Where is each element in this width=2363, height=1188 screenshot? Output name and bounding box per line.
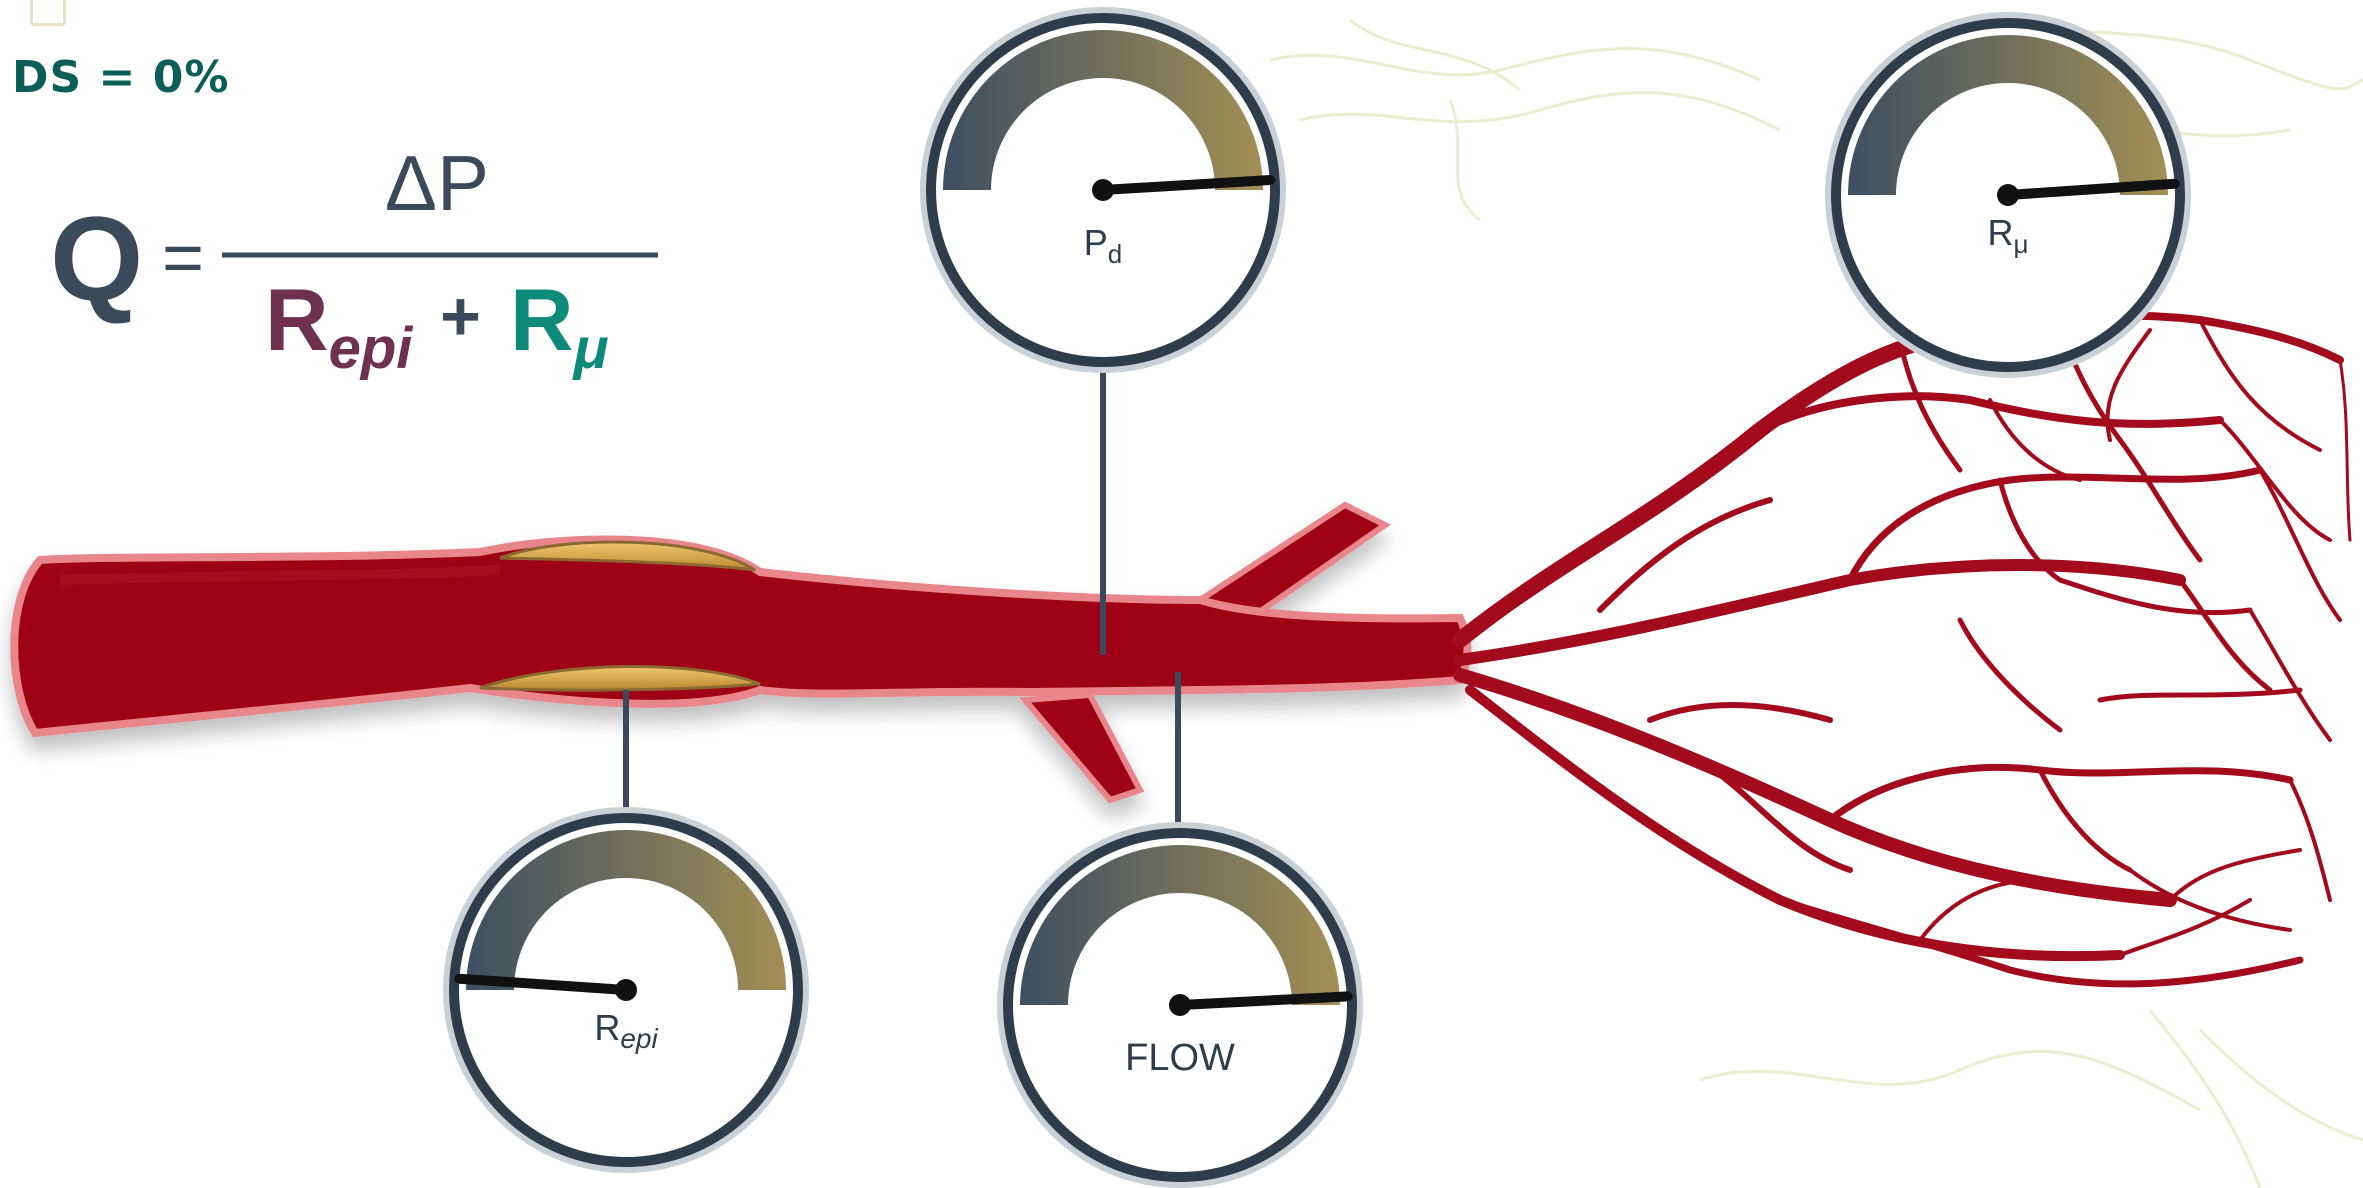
coronary-vessel (14, 505, 1467, 800)
svg-text:Rμ: Rμ (510, 270, 609, 381)
equation-r-epi-sub: epi (329, 316, 415, 381)
gauge-pd-sub: d (1108, 239, 1122, 269)
equation-numerator: ΔP (385, 139, 489, 227)
microvasculature (1460, 316, 2350, 984)
gauge-repi: Repi (446, 810, 806, 1170)
gauge-repi-label: R (594, 1007, 620, 1048)
equation-r-mu: R (510, 270, 574, 369)
gauge-repi-sub: epi (620, 1023, 658, 1054)
gauge-pd: Pd (923, 10, 1283, 370)
gauge-flow-label: FLOW (1125, 1037, 1235, 1079)
equation-r-mu-sub: μ (572, 316, 609, 381)
gauge-flow: FLOW (1000, 825, 1360, 1185)
equation-r-epi: R (265, 270, 329, 369)
gauge-rmu: Rμ (1828, 15, 2188, 375)
equation-equals: = (162, 218, 204, 298)
gauge-pd-label: P (1084, 222, 1108, 263)
flow-equation: Q = ΔP Repi + Rμ (50, 139, 658, 381)
equation-plus: + (440, 277, 481, 355)
gauge-rmu-sub: μ (2014, 229, 2029, 259)
equation-q: Q (50, 192, 143, 326)
gauge-rmu-label: R (1988, 212, 2014, 253)
svg-text:Repi: Repi (265, 270, 414, 381)
